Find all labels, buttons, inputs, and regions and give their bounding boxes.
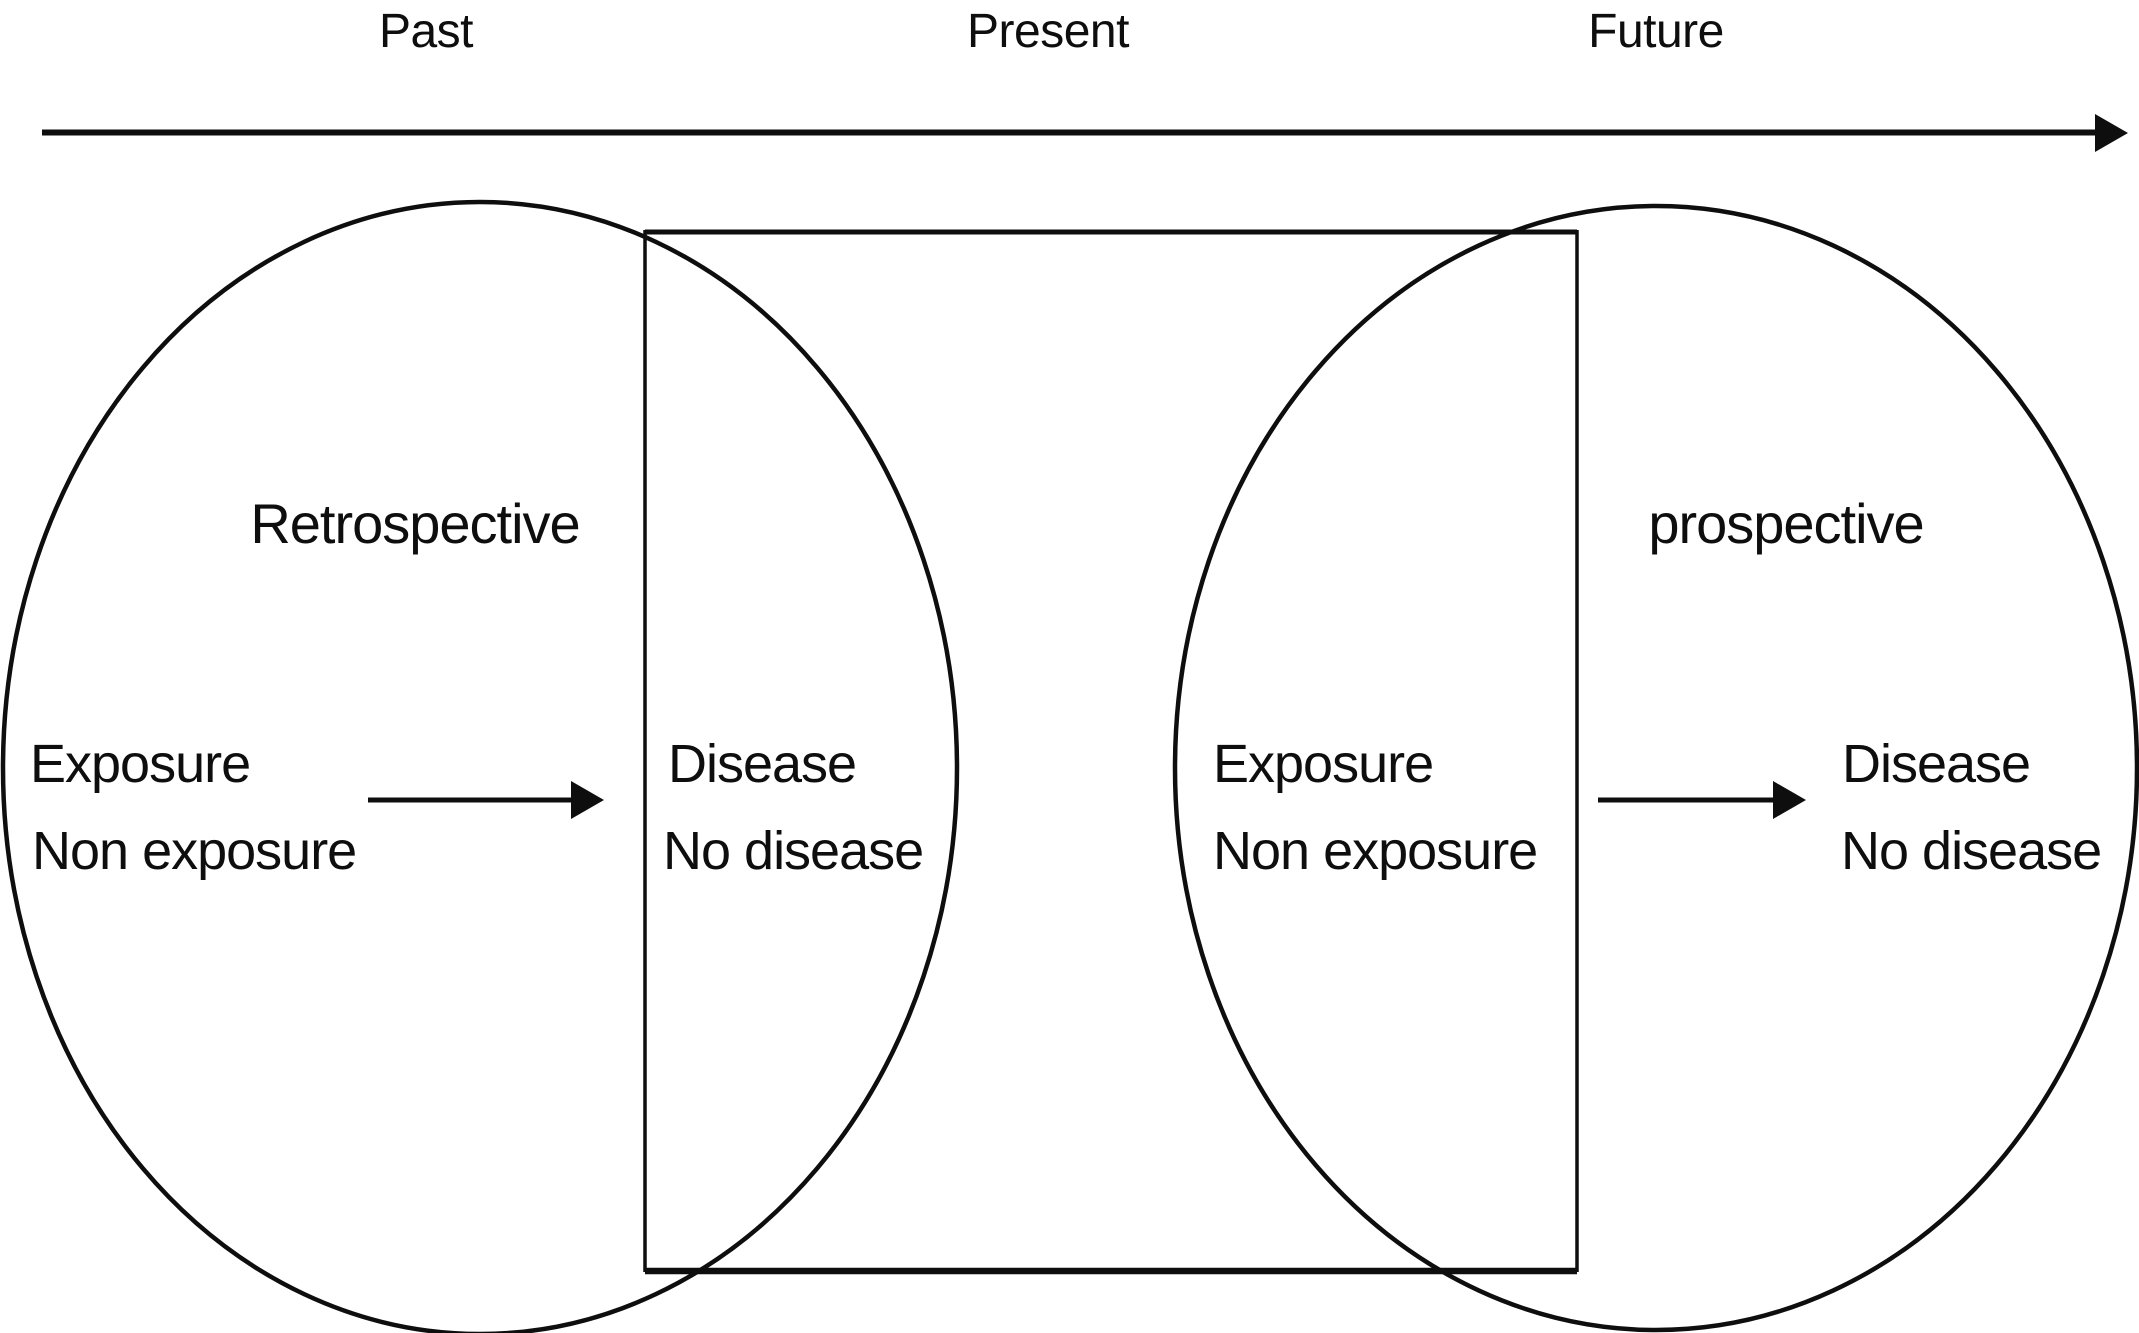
- retrospective-title: Retrospective: [250, 492, 579, 555]
- retrospective-ellipse: [0, 199, 960, 1333]
- timeline-arrowhead-icon: [2095, 114, 2128, 152]
- retrospective-no-disease-label: No disease: [663, 821, 923, 881]
- prospective-non-exposure-label: Non exposure: [1213, 821, 1537, 881]
- timeline-arrow: [42, 114, 2128, 152]
- timeline-label-future: Future: [1588, 5, 1724, 58]
- prospective-arrowhead-icon: [1773, 781, 1806, 819]
- prospective-arrow: [1598, 781, 1806, 819]
- retrospective-arrowhead-icon: [571, 781, 604, 819]
- prospective-disease-label: Disease: [1842, 734, 2030, 794]
- retrospective-exposure-label: Exposure: [30, 734, 250, 794]
- retrospective-non-exposure-label: Non exposure: [32, 821, 356, 881]
- prospective-no-disease-label: No disease: [1841, 821, 2101, 881]
- prospective-ellipse: [1172, 203, 2139, 1333]
- retrospective-disease-label: Disease: [668, 734, 856, 794]
- prospective-exposure-label: Exposure: [1213, 734, 1433, 794]
- timeline-label-past: Past: [379, 5, 473, 58]
- timeline-label-present: Present: [967, 5, 1129, 58]
- present-rectangle: [643, 229, 1579, 1275]
- prospective-title: prospective: [1648, 492, 1923, 555]
- retrospective-arrow: [368, 781, 604, 819]
